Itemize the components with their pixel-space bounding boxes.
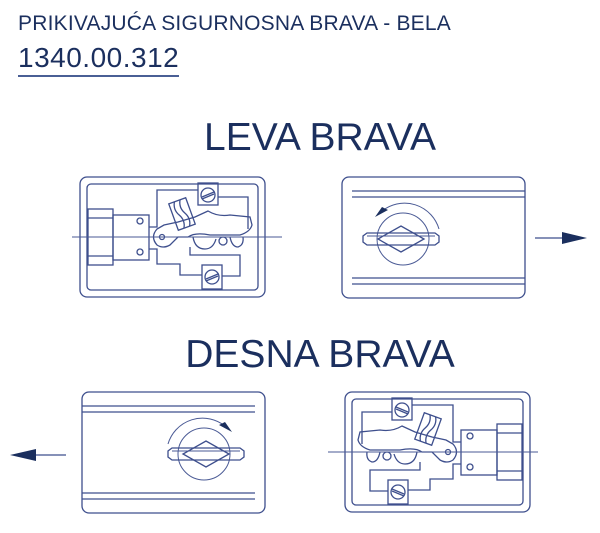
leva-mechanism-view xyxy=(71,176,283,298)
product-code: 1340.00.312 xyxy=(18,43,180,77)
desna-mechanism-view xyxy=(327,391,539,513)
arrow-left-icon xyxy=(10,449,66,461)
section-title-leva: LEVA BRAVA xyxy=(204,116,436,159)
desna-thumbturn-view xyxy=(81,391,266,514)
arrow-right-icon xyxy=(535,232,587,244)
leva-thumbturn-view xyxy=(341,176,526,299)
product-title: PRIKIVAJUĆA SIGURNOSNA BRAVA - BELA xyxy=(18,12,451,35)
section-title-desna: DESNA BRAVA xyxy=(185,333,455,376)
